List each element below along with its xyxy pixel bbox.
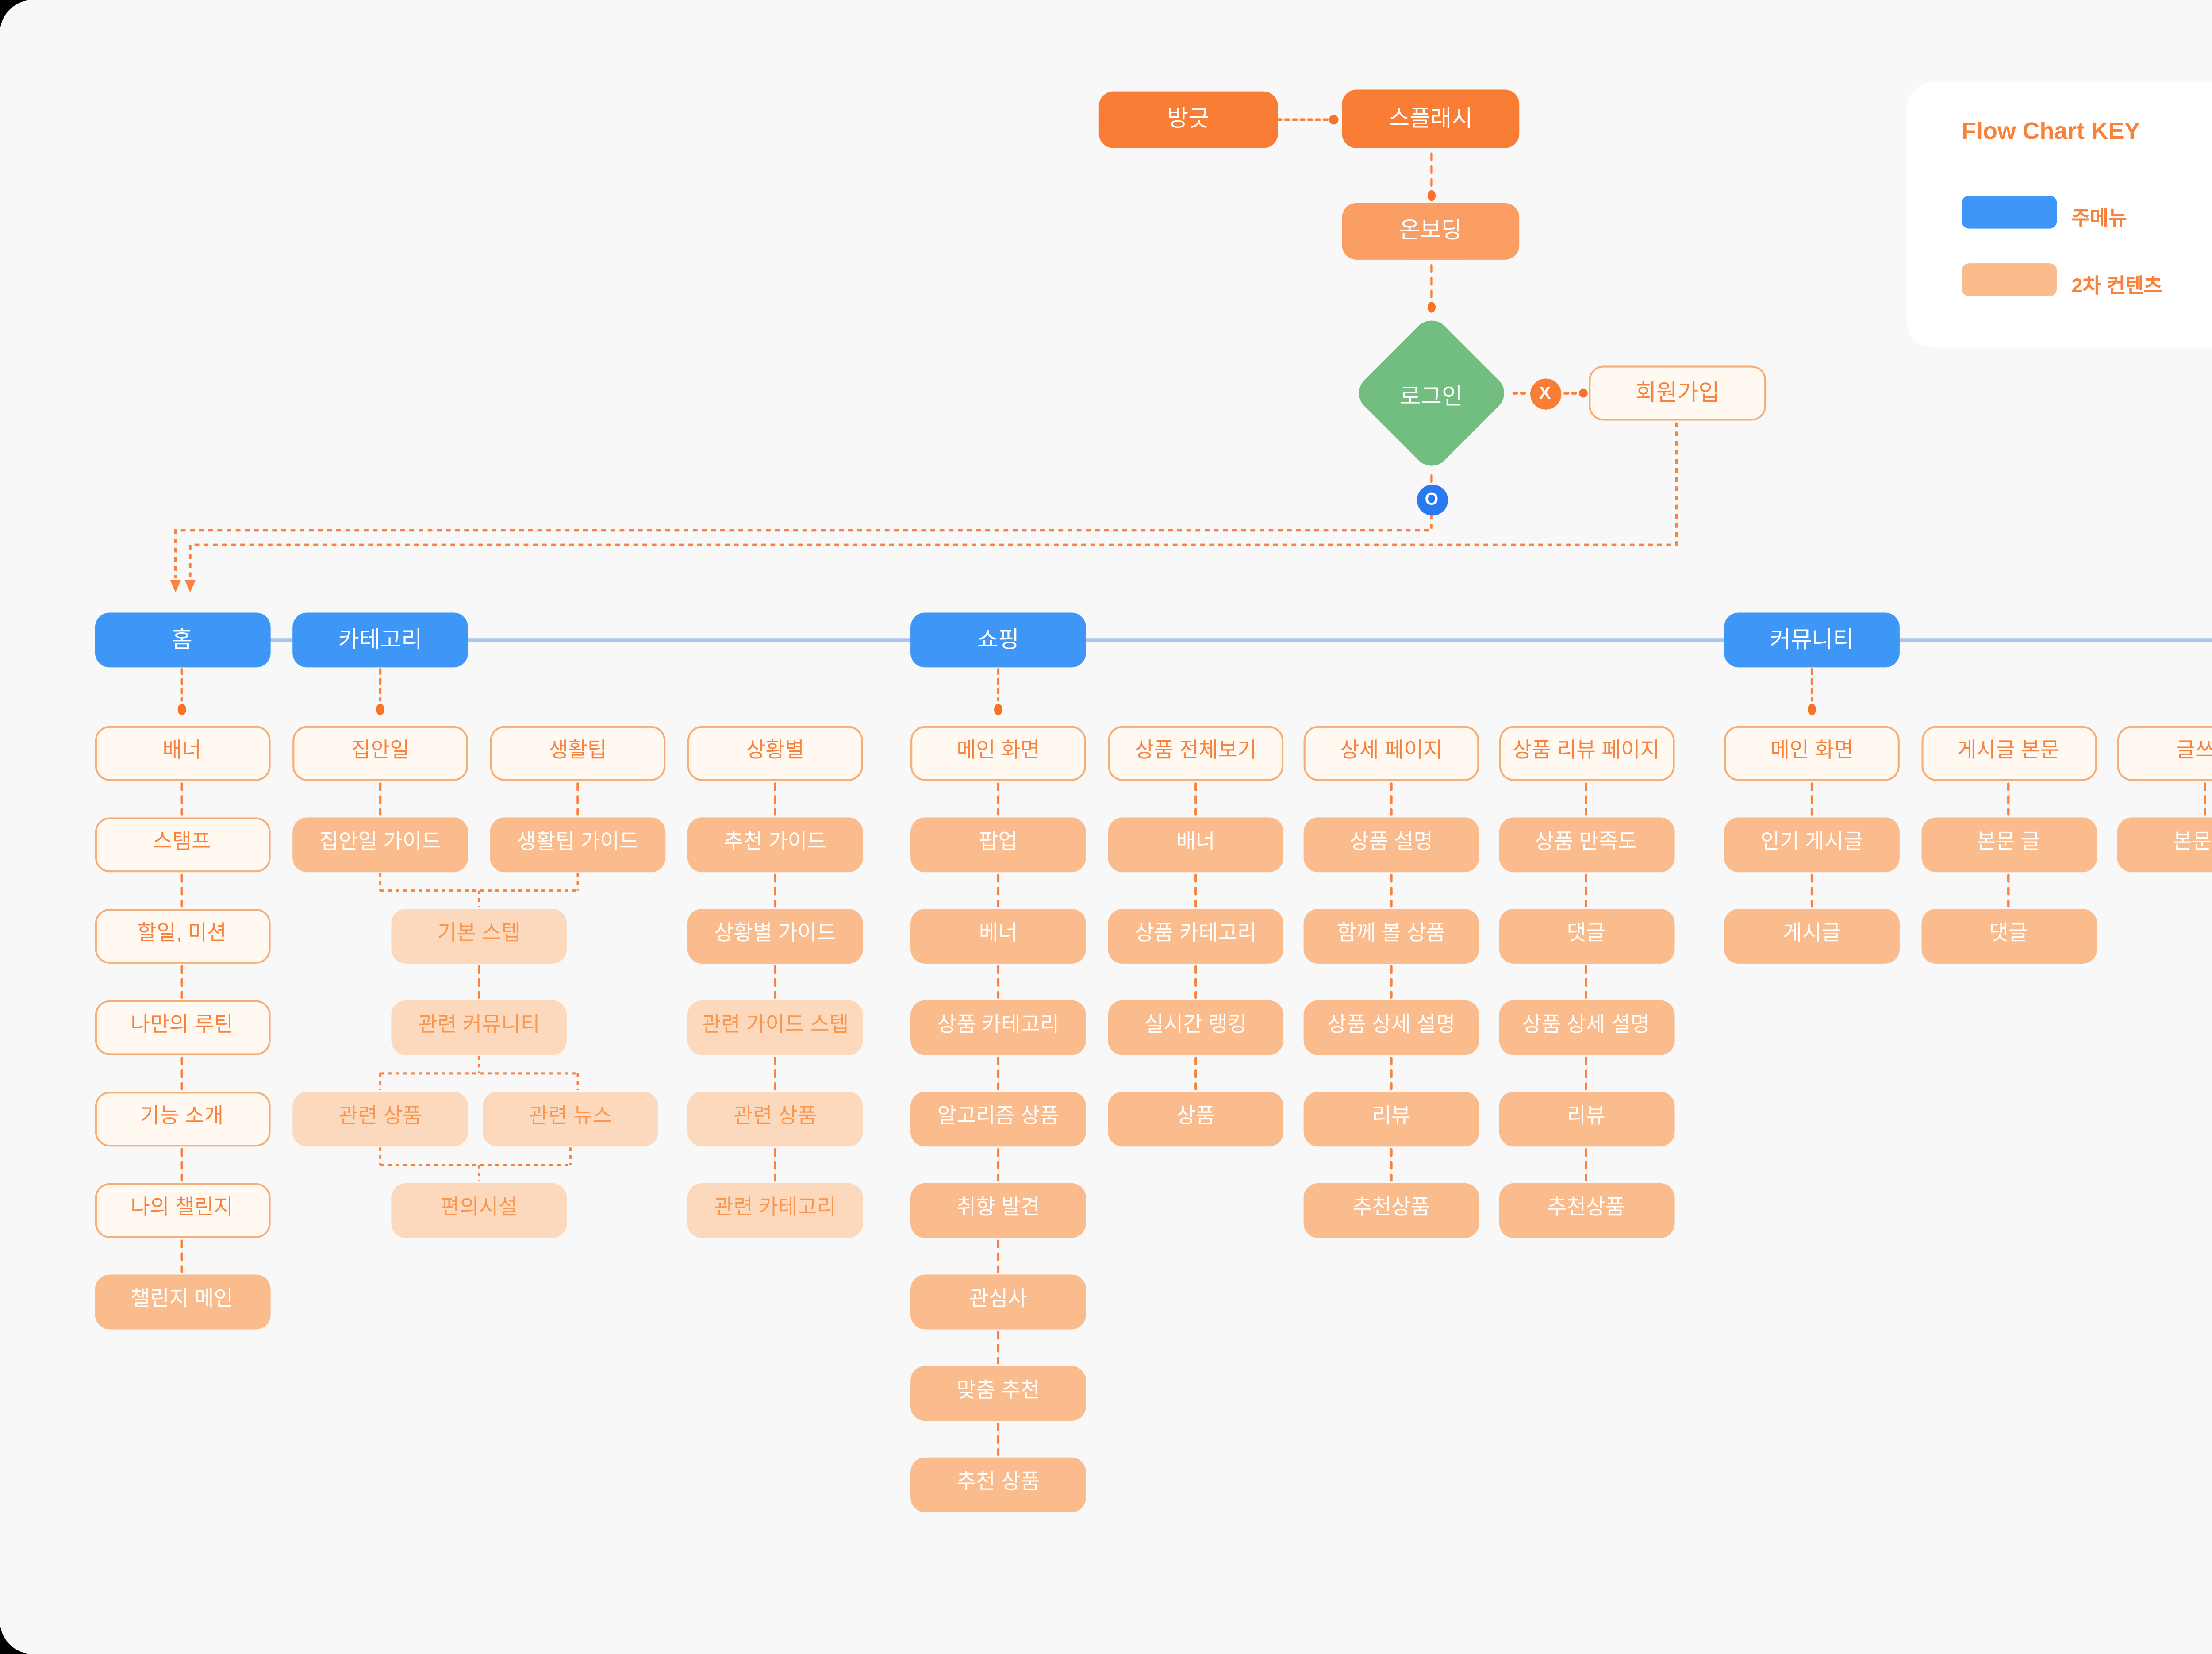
signup-box[interactable]: 회원가입 bbox=[1589, 365, 1767, 421]
flow-node[interactable]: 상품 만족도 bbox=[1498, 817, 1674, 873]
flow-node[interactable]: 본문 글 bbox=[1920, 817, 2097, 873]
main-menu-item[interactable]: 카테고리 bbox=[292, 612, 468, 668]
flow-node[interactable]: 상품 상세 설명 bbox=[1303, 1000, 1479, 1055]
flow-node[interactable]: 생활팁 bbox=[490, 726, 666, 781]
legend-card: Flow Chart KEY 주메뉴 1차 컨텐츠 2차 컨텐츠 3차 컨텐츠 … bbox=[1907, 82, 2212, 348]
flow-node[interactable]: 관련 커뮤니티 bbox=[391, 1000, 567, 1055]
flow-node[interactable]: 상품 카테고리 bbox=[1108, 908, 1284, 964]
flow-node[interactable]: 기능 소개 bbox=[94, 1092, 270, 1147]
flow-node[interactable]: 생활팁 가이드 bbox=[490, 817, 666, 873]
flow-node[interactable]: 리뷰 bbox=[1303, 1092, 1479, 1147]
flow-node[interactable]: 함께 볼 상품 bbox=[1303, 908, 1479, 964]
splash-box[interactable]: 스플래시 bbox=[1342, 89, 1520, 148]
flow-node[interactable]: 관련 가이드 스텝 bbox=[687, 1000, 863, 1055]
flow-node[interactable]: 기본 스텝 bbox=[391, 908, 567, 964]
flow-node[interactable]: 댓글 bbox=[1920, 908, 2097, 964]
flow-node[interactable]: 관련 뉴스 bbox=[483, 1092, 658, 1147]
flow-node[interactable]: 취향 발견 bbox=[910, 1183, 1086, 1238]
flow-node[interactable]: 상황별 가이드 bbox=[687, 908, 863, 964]
flow-node[interactable]: 집안일 bbox=[292, 726, 468, 781]
main-menu-item[interactable]: 쇼핑 bbox=[910, 612, 1086, 668]
flow-node[interactable]: 인기 게시글 bbox=[1724, 817, 1900, 873]
flow-node[interactable]: 댓글 bbox=[1498, 908, 1674, 964]
flow-node[interactable]: 상품 전체보기 bbox=[1108, 726, 1284, 781]
legend-title: Flow Chart KEY bbox=[1962, 117, 2140, 145]
flow-node[interactable]: 맞춤 추천 bbox=[910, 1366, 1086, 1421]
legend-level2-swatch bbox=[1962, 263, 2057, 296]
flow-node[interactable]: 관련 상품 bbox=[687, 1092, 863, 1147]
flow-node[interactable]: 관심사 bbox=[910, 1274, 1086, 1330]
flow-node[interactable]: 상품 설명 bbox=[1303, 817, 1479, 873]
flow-node[interactable]: 집안일 가이드 bbox=[292, 817, 468, 873]
flow-node[interactable]: 메인 화면 bbox=[1724, 726, 1900, 781]
flow-node[interactable]: 팝업 bbox=[910, 817, 1086, 873]
onboarding-box[interactable]: 온보딩 bbox=[1342, 203, 1520, 260]
flow-node[interactable]: 상세 페이지 bbox=[1303, 726, 1479, 781]
flow-node[interactable]: 실시간 랭킹 bbox=[1108, 1000, 1284, 1055]
flow-node[interactable]: 배너 bbox=[94, 726, 270, 781]
legend-main-menu-swatch bbox=[1962, 196, 2057, 229]
flow-node[interactable]: 본문 글 bbox=[2117, 817, 2212, 873]
flow-node[interactable]: 상품 bbox=[1108, 1092, 1284, 1147]
flow-node[interactable]: 상품 카테고리 bbox=[910, 1000, 1086, 1055]
decision-no-badge: X bbox=[1529, 377, 1561, 409]
flow-node[interactable]: 나만의 루틴 bbox=[94, 1000, 270, 1055]
flow-node[interactable]: 추천상품 bbox=[1498, 1183, 1674, 1238]
flow-node[interactable]: 게시글 bbox=[1724, 908, 1900, 964]
flow-node[interactable]: 추천 가이드 bbox=[687, 817, 863, 873]
flow-node[interactable]: 베너 bbox=[910, 908, 1086, 964]
flow-node[interactable]: 상황별 bbox=[687, 726, 863, 781]
flow-node[interactable]: 글쓰기 bbox=[2117, 726, 2212, 781]
flow-node[interactable]: 리뷰 bbox=[1498, 1092, 1674, 1147]
flow-node[interactable]: 챌린지 메인 bbox=[94, 1274, 270, 1330]
legend-main-menu-label: 주메뉴 bbox=[2071, 208, 2127, 231]
legend-level2-label: 2차 컨텐츠 bbox=[2071, 276, 2162, 298]
flow-node[interactable]: 게시글 본문 bbox=[1920, 726, 2097, 781]
flow-node[interactable]: 상품 리뷰 페이지 bbox=[1498, 726, 1674, 781]
flow-node[interactable]: 배너 bbox=[1108, 817, 1284, 873]
flow-node[interactable]: 할일, 미션 bbox=[94, 908, 270, 964]
flow-node[interactable]: 알고리즘 상품 bbox=[910, 1092, 1086, 1147]
main-menu-item[interactable]: 홈 bbox=[94, 612, 270, 668]
flow-node[interactable]: 추천 상품 bbox=[910, 1457, 1086, 1512]
flow-node[interactable]: 나의 챌린지 bbox=[94, 1183, 270, 1238]
flow-node[interactable]: 상품 상세 셜명 bbox=[1498, 1000, 1674, 1055]
login-decision-label: 로그인 bbox=[1400, 383, 1463, 409]
flow-node[interactable]: 관련 상품 bbox=[292, 1092, 468, 1147]
flow-node[interactable]: 추천상품 bbox=[1303, 1183, 1479, 1238]
flow-node[interactable]: 메인 화면 bbox=[910, 726, 1086, 781]
flow-node[interactable]: 스탬프 bbox=[94, 817, 270, 873]
flow-node[interactable]: 관련 카테고리 bbox=[687, 1183, 863, 1238]
flow-node[interactable]: 편의시설 bbox=[391, 1183, 567, 1238]
entry-source-box[interactable]: 방긋 bbox=[1098, 91, 1278, 148]
decision-yes-badge: O bbox=[1416, 484, 1448, 515]
main-menu-item[interactable]: 커뮤니티 bbox=[1724, 612, 1900, 668]
